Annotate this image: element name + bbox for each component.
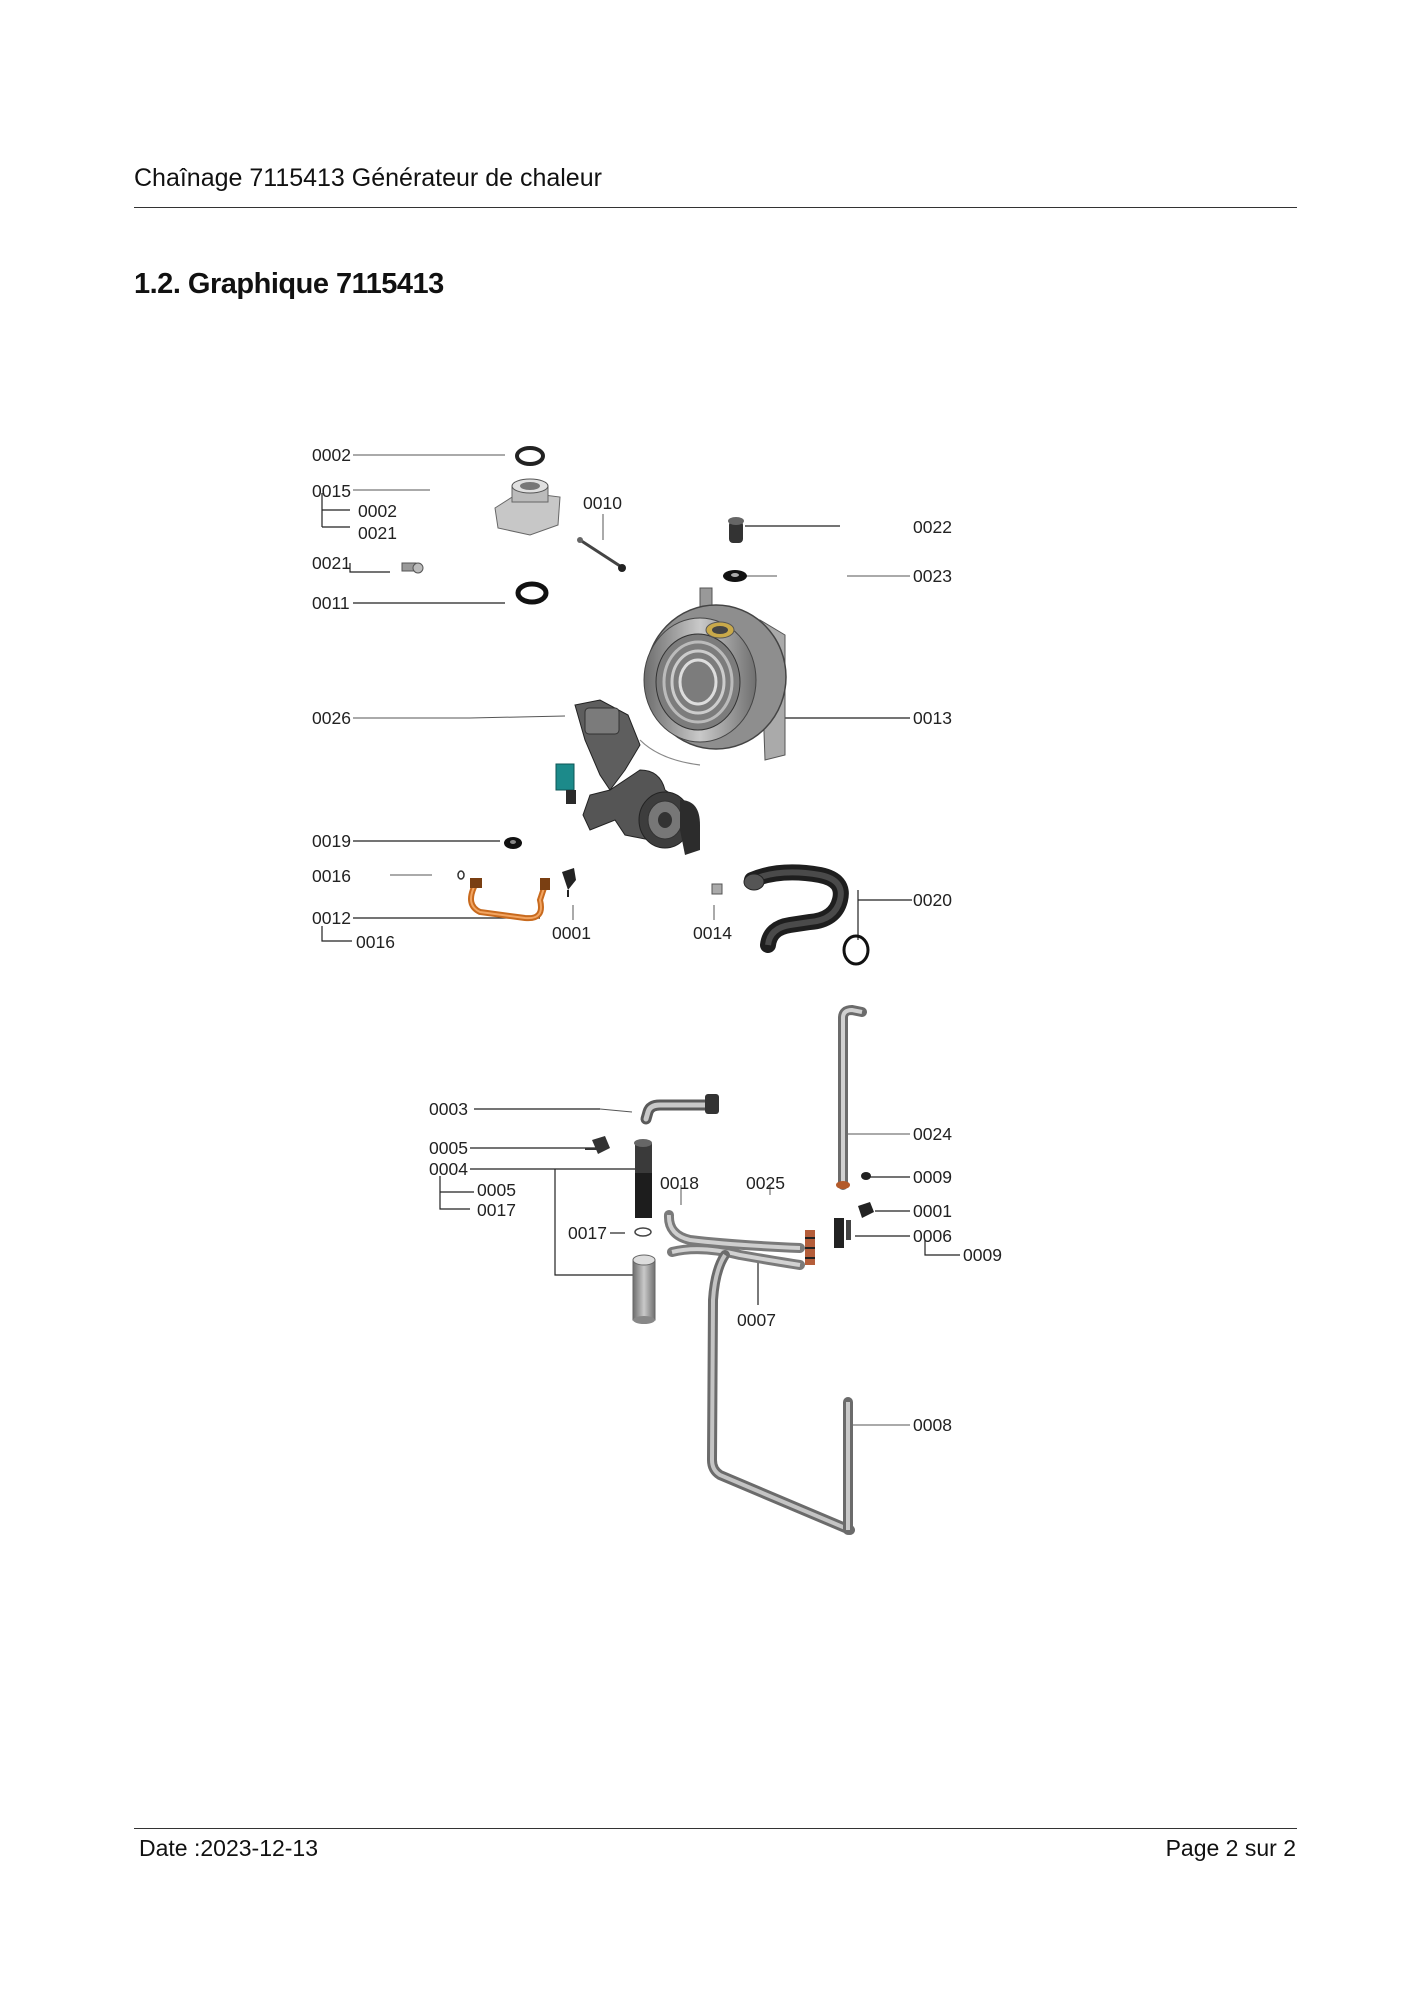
callout-0018: 0018 (660, 1173, 699, 1193)
siphon-hose-part-0020 (743, 864, 870, 966)
callout-0025: 0025 (746, 1173, 785, 1193)
footer-date: Date :2023-12-13 (139, 1835, 319, 1861)
clip-part-0001 (562, 868, 576, 897)
callout-0001-lower: 0001 (913, 1201, 952, 1221)
callout-0013: 0013 (913, 708, 952, 728)
connector-part-0006 (805, 1218, 851, 1265)
sensor-part-0022 (728, 517, 744, 543)
callout-0023: 0023 (913, 566, 952, 586)
footer-page-number: Page 2 sur 2 (1165, 1835, 1296, 1861)
callout-0026: 0026 (312, 708, 351, 728)
clip-part-0001-lower (858, 1202, 874, 1218)
callout-0001-upper: 0001 (552, 923, 591, 943)
callout-0021: 0021 (312, 553, 351, 573)
cap-part-0009 (861, 1172, 871, 1180)
pipe-part-0024 (836, 1004, 867, 1190)
lower-assembly-labels: 0003 0005 0004 0005 0017 0017 0018 0025 … (429, 1099, 1002, 1435)
screw-part-0021 (401, 562, 424, 574)
lower-assembly-leaders (439, 1108, 960, 1426)
pipe-assembly-0018-0007 (663, 1210, 855, 1535)
callout-0004-sub-0005: 0005 (477, 1180, 516, 1200)
seal-part-0016 (457, 870, 465, 880)
callout-0006: 0006 (913, 1226, 952, 1246)
callout-0017: 0017 (568, 1223, 607, 1243)
upper-assembly-parts (401, 446, 870, 966)
callout-0004-sub-0017: 0017 (477, 1200, 516, 1220)
callout-0002: 0002 (312, 445, 351, 465)
section-title: 1.2. Graphique 7115413 (134, 268, 444, 300)
callout-0016: 0016 (312, 866, 351, 886)
lower-assembly-parts (585, 1004, 874, 1535)
o-ring-0011 (515, 581, 549, 605)
callout-0019: 0019 (312, 831, 351, 851)
fitting-part-0004 (632, 1139, 656, 1324)
callout-0015-sub-0021: 0021 (358, 523, 397, 543)
callout-0020: 0020 (913, 890, 952, 910)
callout-0011: 0011 (312, 593, 350, 613)
callout-0008: 0008 (913, 1415, 952, 1435)
callout-0015-sub-0002: 0002 (358, 501, 397, 521)
document-header-title: Chaînage 7115413 Générateur de chaleur (134, 164, 602, 192)
nut-part-0014 (711, 883, 723, 895)
footer-divider (134, 1828, 1297, 1829)
callout-0006-sub-0009: 0009 (963, 1245, 1002, 1265)
o-ring-part-0017 (634, 1227, 652, 1237)
callout-0004: 0004 (429, 1159, 468, 1179)
callout-0005: 0005 (429, 1138, 468, 1158)
callout-0007: 0007 (737, 1310, 776, 1330)
callout-0012: 0012 (312, 908, 351, 928)
callout-0010: 0010 (583, 493, 622, 513)
upper-assembly-labels: 0002 0015 0002 0021 0021 0011 0010 0022 … (312, 445, 952, 952)
flange-part-0015 (494, 478, 561, 536)
header-divider (134, 207, 1297, 208)
callout-0012-sub-0016: 0016 (356, 932, 395, 952)
callout-0009: 0009 (913, 1167, 952, 1187)
heat-exchanger-part-0013 (643, 587, 787, 761)
clip-part-0005 (585, 1136, 610, 1154)
burner-fan-part-0026 (555, 699, 701, 855)
callout-0022: 0022 (913, 517, 952, 537)
electrode-part-0010 (577, 537, 626, 572)
o-ring-0002 (515, 446, 545, 466)
callout-0024: 0024 (913, 1124, 952, 1144)
callout-0015: 0015 (312, 481, 351, 501)
callout-0003: 0003 (429, 1099, 468, 1119)
callout-0014: 0014 (693, 923, 732, 943)
